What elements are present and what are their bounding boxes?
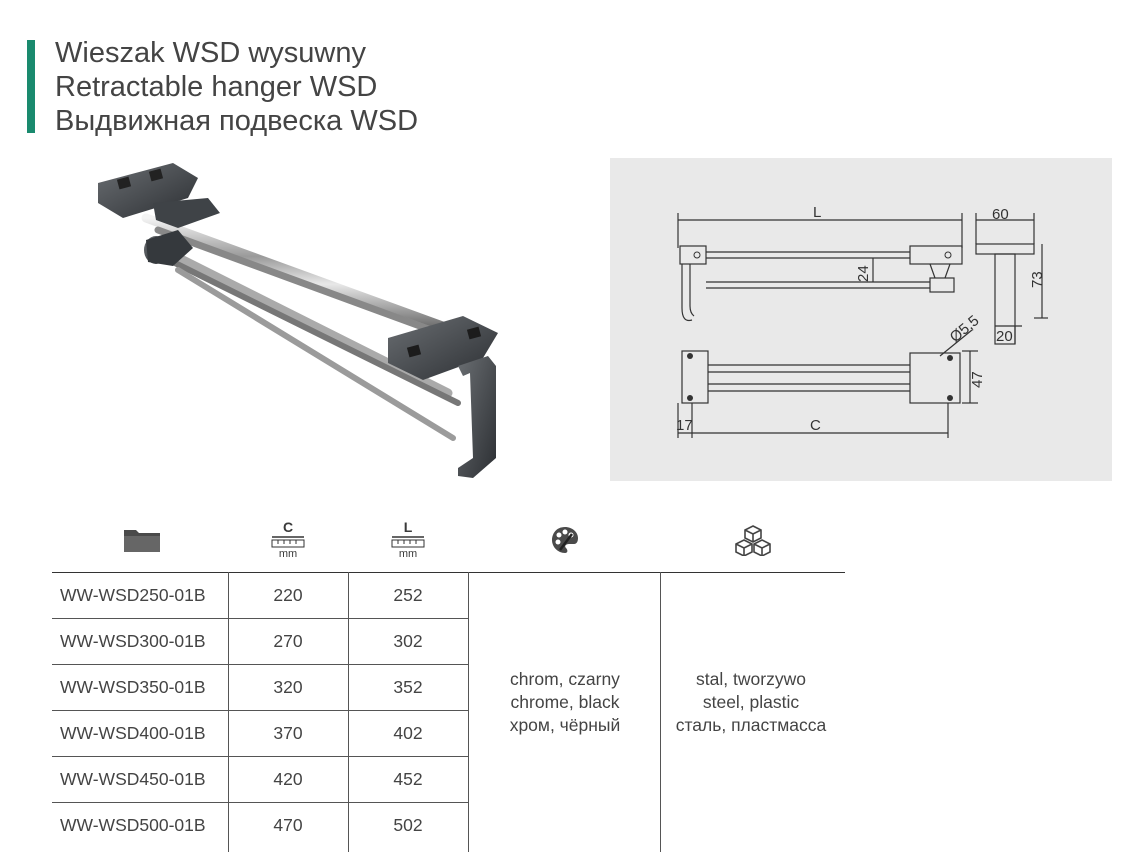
title-russian: Выдвижная подвеска WSD [55,105,419,137]
folder-icon [114,508,169,572]
product-photo [98,163,498,478]
finish-polish: chrom, czarny [510,669,620,689]
ruler-l-letter: L [403,519,413,535]
finish-english: chrome, black [510,692,620,712]
dimension-c: 220 [273,584,303,605]
dimension-c: 470 [273,814,303,835]
dimension-l: 302 [393,630,423,651]
accent-bar [27,40,35,133]
title-polish: Wieszak WSD wysuwny [55,37,366,69]
unit-l-label: mm [398,548,418,560]
dim-24-label: 24 [855,265,872,282]
dim-diameter-label: Ø5,5 [947,312,983,346]
dim-c-label: C [810,417,821,434]
dimension-l: 502 [393,814,423,835]
table-row: WW-WSD400-01B 370 402 [52,710,468,756]
row-divider [52,710,468,711]
product-code: WW-WSD250-01B [60,584,206,605]
row-divider [52,618,468,619]
dimension-l: 452 [393,768,423,789]
product-code: WW-WSD350-01B [60,676,206,697]
palette-icon [542,508,587,572]
dimension-l: 252 [393,584,423,605]
ruler-c-letter: C [282,519,294,535]
column-divider [228,572,229,852]
dim-60-label: 60 [992,206,1009,223]
finish-russian: хром, чёрный [509,715,621,735]
material-russian: сталь, пластмасса [675,715,827,735]
dimension-l: 352 [393,676,423,697]
product-code: WW-WSD500-01B [60,814,206,835]
ruler-c-icon: C mm [258,508,318,572]
title-english: Retractable hanger WSD [55,71,378,103]
dimension-l: 402 [393,722,423,743]
dim-l-label: L [813,204,821,221]
table-row: WW-WSD450-01B 420 452 [52,756,468,802]
product-code: WW-WSD450-01B [60,768,206,789]
dimension-c: 420 [273,768,303,789]
material-cell: stal, tworzywo steel, plastic сталь, пла… [656,668,846,737]
dim-17-label: 17 [676,417,693,434]
column-divider [348,572,349,852]
table-row: WW-WSD350-01B 320 352 [52,664,468,710]
dimension-c: 370 [273,722,303,743]
dimension-c: 270 [273,630,303,651]
dim-47-label: 47 [969,371,986,388]
material-english: steel, plastic [702,692,800,712]
row-divider [52,664,468,665]
header-divider [52,572,845,573]
row-divider [52,756,468,757]
finish-cell: chrom, czarny chrome, black хром, чёрный [470,668,660,737]
material-polish: stal, tworzywo [696,669,806,689]
dimension-c: 320 [273,676,303,697]
cubes-icon [730,508,775,572]
table-row: WW-WSD500-01B 470 502 [52,802,468,848]
technical-drawing: L 60 24 73 20 Ø5,5 47 17 C [610,158,1112,481]
dim-20-label: 20 [996,328,1013,345]
product-code: WW-WSD400-01B [60,722,206,743]
ruler-l-icon: L mm [378,508,438,572]
table-row: WW-WSD300-01B 270 302 [52,618,468,664]
unit-c-label: mm [278,548,298,560]
table-row: WW-WSD250-01B 220 252 [52,572,468,618]
column-divider [660,572,661,852]
column-divider [468,572,469,852]
product-code: WW-WSD300-01B [60,630,206,651]
row-divider [52,802,468,803]
dim-73-label: 73 [1029,271,1046,288]
